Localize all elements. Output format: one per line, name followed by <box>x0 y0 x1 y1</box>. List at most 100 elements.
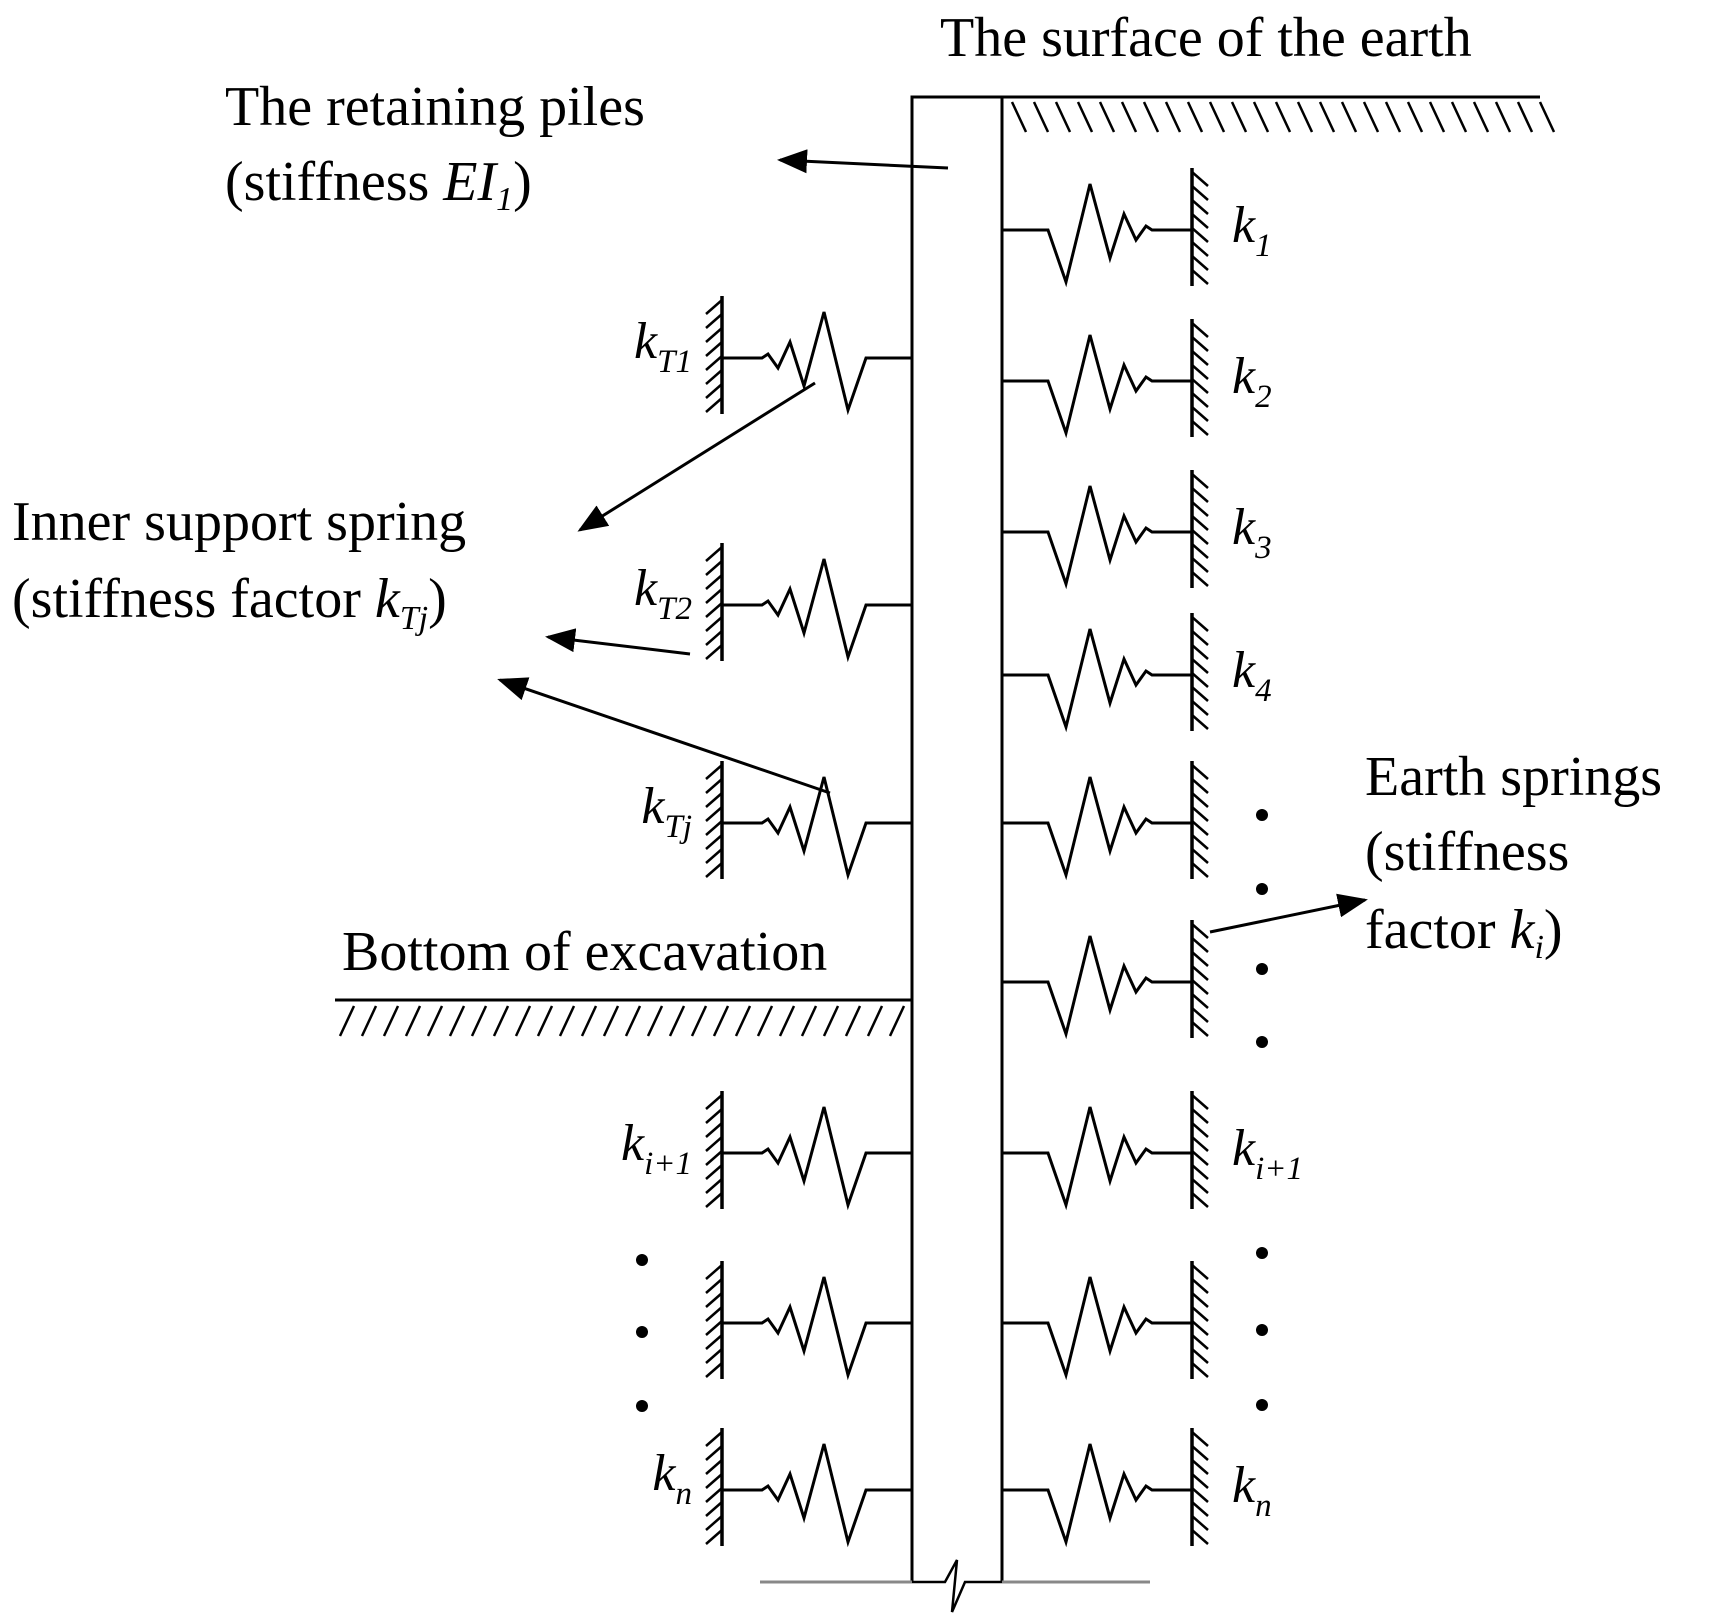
hatch-line <box>705 1362 723 1378</box>
inner-spring-pointer-arrow-3 <box>497 677 831 795</box>
surface-hatch <box>1010 101 1556 133</box>
hatch-line <box>1191 1278 1209 1294</box>
hatch-line <box>1191 630 1209 646</box>
stiffness-base: k <box>1232 1457 1256 1514</box>
excavation-bottom <box>335 998 912 1037</box>
hatch-line <box>1428 101 1446 133</box>
hatch-line <box>705 369 723 385</box>
hatch-line <box>580 1005 598 1037</box>
hatch-line <box>1191 473 1209 489</box>
hatch-line <box>756 1005 774 1037</box>
hatch-line <box>1191 227 1209 243</box>
dot <box>1256 1324 1268 1336</box>
earth-close: ) <box>1544 899 1563 961</box>
hatch-line <box>1191 951 1209 967</box>
spring-coil <box>722 1106 912 1211</box>
hatch-line <box>1191 764 1209 780</box>
stiffness-subscript: T2 <box>657 591 692 627</box>
hatch-line <box>1191 965 1209 981</box>
spring-coil <box>1002 1276 1192 1381</box>
stiffness-label: kn <box>1232 1457 1272 1524</box>
inner-support-spring <box>705 761 912 881</box>
hatch-line <box>1191 848 1209 864</box>
hatch-line <box>705 1192 723 1208</box>
hatch-line <box>646 1005 664 1037</box>
bottom-hatch <box>338 1005 906 1037</box>
dot <box>1256 809 1268 821</box>
hatch-line <box>705 1292 723 1308</box>
hatch-line <box>1494 101 1512 133</box>
hatch-line <box>705 588 723 604</box>
hatch-line <box>1191 1473 1209 1489</box>
hatch-line <box>1191 185 1209 201</box>
hatch-line <box>705 1445 723 1461</box>
hatch-line <box>1191 420 1209 436</box>
stiffness-subscript: 1 <box>1255 228 1272 264</box>
hatch-line <box>705 1164 723 1180</box>
hatch-line <box>1450 101 1468 133</box>
spring-coil <box>722 1443 912 1548</box>
hatch-line <box>1191 269 1209 285</box>
stiffness-subscript: n <box>1255 1488 1272 1524</box>
hatch-line <box>822 1005 840 1037</box>
inner-label-line1: Inner support spring <box>12 491 466 553</box>
earth-spring <box>1002 920 1209 1040</box>
hatch-line <box>1191 1122 1209 1138</box>
dot <box>1256 883 1268 895</box>
hatch-line <box>705 341 723 357</box>
earth-spring <box>1002 470 1209 590</box>
hatch-line <box>1191 806 1209 822</box>
hatch-line <box>1340 101 1358 133</box>
hatch-line <box>705 1348 723 1364</box>
hatch-line <box>1191 1445 1209 1461</box>
earth-spring <box>1002 761 1209 881</box>
hatch-line <box>705 764 723 780</box>
hatch-line <box>1191 1007 1209 1023</box>
inner-symbol-sub: Tj <box>400 600 428 637</box>
hatch-line <box>1191 658 1209 674</box>
hatch-line <box>624 1005 642 1037</box>
hatch-line <box>1191 501 1209 517</box>
hatch-line <box>1191 979 1209 995</box>
hatch-line <box>1191 923 1209 939</box>
dot <box>1256 1036 1268 1048</box>
hatch-line <box>1164 101 1182 133</box>
hatch-line <box>705 1094 723 1110</box>
hatch-line <box>705 1431 723 1447</box>
ground-surface <box>1002 95 1556 133</box>
stiffness-label: kT2 <box>634 560 692 627</box>
inner-symbol: k <box>375 568 401 630</box>
hatch-line <box>1191 1487 1209 1503</box>
stiffness-subscript: T1 <box>657 344 692 380</box>
hatch-line <box>1191 1164 1209 1180</box>
stiffness-label: k4 <box>1232 642 1272 709</box>
earth-label-line2: (stiffness <box>1365 821 1569 883</box>
hatch-line <box>1186 101 1204 133</box>
hatch-line <box>514 1005 532 1037</box>
hatch-line <box>1191 1501 1209 1517</box>
hatch-line <box>1362 101 1380 133</box>
hatch-line <box>1191 1362 1209 1378</box>
inner-label-prefix: (stiffness factor <box>12 568 375 630</box>
hatch-line <box>1191 213 1209 229</box>
bottom-label: Bottom of excavation <box>342 921 827 983</box>
hatch-line <box>1472 101 1490 133</box>
hatch-line <box>1191 672 1209 688</box>
dot <box>636 1254 648 1266</box>
hatch-line <box>1191 1334 1209 1350</box>
hatch-line <box>1191 1292 1209 1308</box>
hatch-line <box>1191 241 1209 257</box>
spring-coil <box>1002 935 1192 1040</box>
inner-support-spring <box>705 1091 912 1211</box>
piles-label-line1: The retaining piles <box>225 76 645 138</box>
hatch-line <box>602 1005 620 1037</box>
hatch-line <box>1191 336 1209 352</box>
stiffness-base: k <box>1232 197 1256 254</box>
hatch-line <box>1191 1178 1209 1194</box>
hatch-line <box>1191 644 1209 660</box>
hatch-line <box>1274 101 1292 133</box>
hatch-line <box>1230 101 1248 133</box>
hatch-line <box>1318 101 1336 133</box>
hatch-line <box>1191 543 1209 559</box>
